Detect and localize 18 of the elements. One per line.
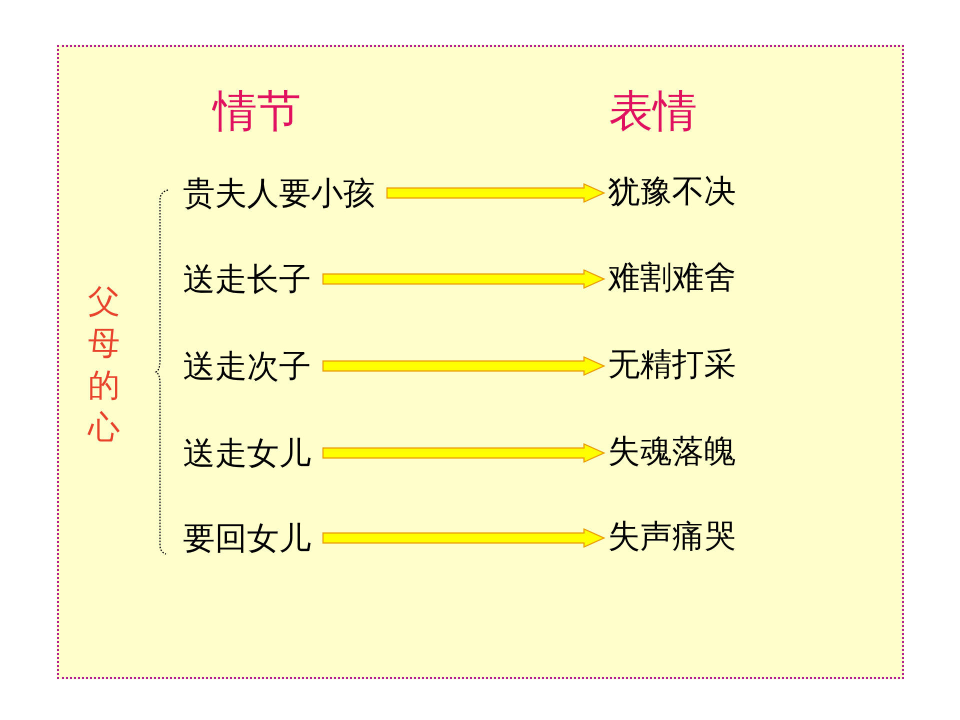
emotion-text: 失声痛哭 [608,516,736,556]
emotion-text: 无精打采 [608,344,736,384]
column-heading: 情节 [213,87,301,137]
emotion-text: 失魂落魄 [608,431,736,471]
plot-event-text: 送走次子 [183,346,311,386]
arrow [322,356,606,376]
arrow [322,528,606,548]
column-heading: 表情 [609,87,697,137]
plot-event-text: 要回女儿 [183,518,311,558]
vertical-label: 父母的心 [86,281,121,448]
arrow [322,269,606,289]
plot-event-text: 送走女儿 [183,433,311,473]
arrow [386,183,606,203]
plot-event-text: 送走长子 [183,259,311,299]
plot-event-text: 贵夫人要小孩 [183,173,375,213]
emotion-text: 难割难舍 [608,257,736,297]
arrow [322,443,606,463]
emotion-text: 犹豫不决 [608,171,736,211]
